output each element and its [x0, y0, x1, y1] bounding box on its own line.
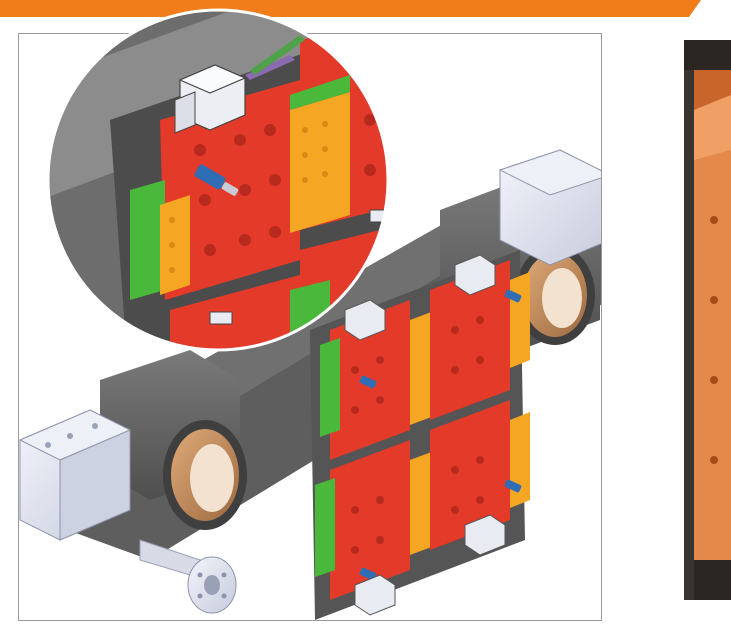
header-bar-notch [686, 0, 731, 17]
side-photo [684, 40, 731, 600]
magnified-detail-circle [46, 8, 390, 352]
mold-plate-cluster [310, 250, 530, 620]
side-photo-content [684, 40, 731, 600]
